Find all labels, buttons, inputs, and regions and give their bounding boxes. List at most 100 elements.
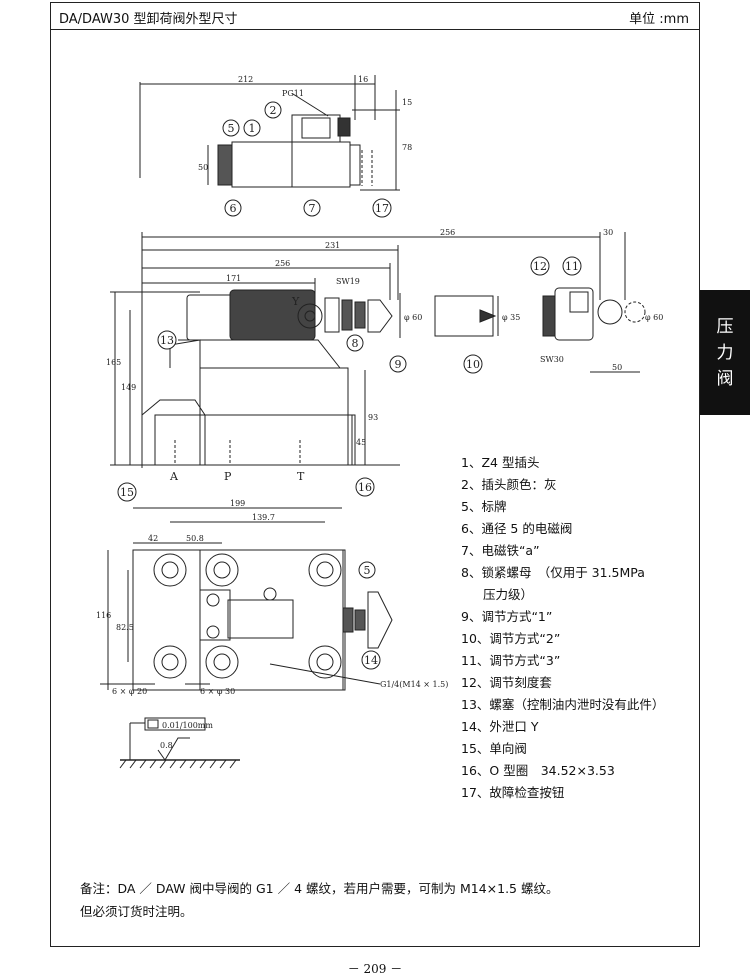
callout-7: 7	[303, 199, 321, 217]
dim-30: 30	[603, 228, 613, 237]
svg-text:15: 15	[120, 486, 134, 499]
pg11-label: PG11	[282, 89, 304, 98]
dim-212: 212	[238, 75, 253, 84]
svg-text:8: 8	[352, 337, 359, 350]
page-title: DA/DAW30 型卸荷阀外型尺寸	[59, 12, 238, 27]
dim-149: 149	[121, 383, 136, 392]
sw30-label: SW30	[540, 355, 564, 364]
phi60-label-a: φ 60	[404, 313, 422, 322]
dim-256b: 256	[275, 259, 290, 268]
callout-13: 13	[157, 330, 177, 350]
dim-116: 116	[96, 611, 111, 620]
header-bar: DA/DAW30 型卸荷阀外型尺寸 单位 :mm	[51, 3, 699, 30]
callout-5b: 5	[358, 561, 376, 579]
sw19-label: SW19	[336, 277, 360, 286]
legend-item: 7、电磁铁“a”	[461, 543, 540, 558]
callout-11: 11	[562, 256, 582, 276]
callout-6: 6	[224, 199, 242, 217]
legend-item: 17、故障检查按钮	[461, 785, 565, 800]
front-view: 256 231 256 171 30 165 149 93 45 Y	[106, 228, 663, 483]
legend-item: 1、Z4 型插头	[461, 455, 540, 470]
svg-text:14: 14	[364, 654, 378, 667]
section-tab: 压 力 阀	[700, 290, 750, 415]
tolerance-block: 0.01/100mm 0.8	[119, 717, 240, 769]
svg-text:12: 12	[533, 260, 547, 273]
legend-item-continuation: 压力级）	[483, 587, 534, 602]
holes-30-label: 6 × φ 30	[200, 687, 235, 696]
legend-item: 10、调节方式“2”	[461, 631, 561, 646]
svg-text:2: 2	[270, 104, 277, 117]
svg-text:16: 16	[358, 481, 372, 494]
y-port-label: Y	[291, 295, 300, 308]
dim-199: 199	[230, 499, 245, 508]
svg-text:17: 17	[375, 202, 389, 215]
svg-text:9: 9	[395, 358, 402, 371]
dim-93: 93	[368, 413, 378, 422]
legend-item: 2、插头颜色：灰	[461, 477, 557, 492]
dim-15: 15	[402, 98, 412, 107]
flatness-label: 0.01/100mm	[162, 721, 213, 730]
page-frame: DA/DAW30 型卸荷阀外型尺寸 单位 :mm	[50, 2, 700, 947]
legend-item: 8、锁紧螺母 （仅用于 31.5MPa	[461, 565, 645, 580]
unit-label: 单位 :mm	[629, 12, 689, 27]
callout-circles: 1 2 5 6 7 17 12 11 13 8 9 10 15 16 5 14	[117, 101, 582, 670]
legend-item: 13、螺塞（控制油内泄时没有此件）	[461, 697, 665, 712]
remark-line-2: 但必须订货时注明。	[80, 904, 193, 919]
callout-10: 10	[463, 354, 483, 374]
svg-text:7: 7	[309, 202, 316, 215]
dim-50-front: 50	[612, 363, 622, 372]
port-p-label: P	[224, 470, 232, 483]
dim-78: 78	[402, 143, 412, 152]
legend-item: 5、标牌	[461, 499, 507, 514]
callout-8: 8	[346, 334, 364, 352]
svg-text:13: 13	[160, 334, 174, 347]
callout-15: 15	[117, 482, 137, 502]
phi60-label-b: φ 60	[645, 313, 663, 322]
tab-char-2: 力	[716, 342, 734, 363]
plan-view: 199 139.7 42 50.8 116 82.5 6 × φ 20 6 × …	[96, 499, 448, 696]
dim-50: 50	[198, 163, 208, 172]
remark-line-1: 备注：DA ／ DAW 阀中导阀的 G1 ／ 4 螺纹，若用户需要，可制为 M1…	[80, 881, 559, 896]
dim-45: 45	[356, 438, 366, 447]
g14-label: G1/4(M14 × 1.5)	[380, 680, 448, 689]
phi35-label: φ 35	[502, 313, 520, 322]
legend-item: 11、调节方式“3”	[461, 653, 561, 668]
callout-5: 5	[222, 119, 240, 137]
svg-text:5: 5	[228, 122, 235, 135]
top-view: 212 16 15 78 50 PG11	[139, 75, 412, 191]
svg-text:6: 6	[230, 202, 237, 215]
port-t-label: T	[297, 470, 305, 483]
port-a-label: A	[169, 470, 179, 483]
callout-17: 17	[372, 198, 392, 218]
svg-text:1: 1	[249, 122, 256, 135]
callout-1: 1	[243, 119, 261, 137]
dim-171: 171	[226, 274, 241, 283]
dim-42: 42	[148, 534, 158, 543]
page-number: － 209 －	[347, 962, 403, 976]
parts-legend: 1、Z4 型插头 2、插头颜色：灰 5、标牌 6、通径 5 的电磁阀 7、电磁铁…	[461, 452, 664, 804]
roughness-label: 0.8	[160, 741, 173, 750]
tab-char-3: 阀	[716, 368, 734, 389]
callout-9: 9	[389, 355, 407, 373]
svg-text:5: 5	[364, 564, 371, 577]
dim-165: 165	[106, 358, 121, 367]
callout-12: 12	[530, 256, 550, 276]
dim-508: 50.8	[186, 534, 204, 543]
legend-item: 12、调节刻度套	[461, 675, 552, 690]
legend-item: 15、单向阀	[461, 741, 527, 756]
callout-2: 2	[264, 101, 282, 119]
svg-text:10: 10	[466, 358, 480, 371]
dim-825: 82.5	[116, 623, 134, 632]
holes-20-label: 6 × φ 20	[112, 687, 147, 696]
legend-item: 16、O 型圈 34.52×3.53	[461, 763, 615, 778]
dim-231: 231	[325, 241, 340, 250]
legend-item: 14、外泄口 Y	[461, 719, 539, 734]
svg-text:11: 11	[565, 260, 579, 273]
legend-item: 9、调节方式“1”	[461, 609, 553, 624]
legend-item: 6、通径 5 的电磁阀	[461, 521, 573, 536]
dim-16: 16	[358, 75, 368, 84]
tab-char-1: 压	[716, 316, 734, 337]
callout-16: 16	[355, 477, 375, 497]
remark-note: 备注：DA ／ DAW 阀中导阀的 G1 ／ 4 螺纹，若用户需要，可制为 M1…	[80, 877, 559, 923]
